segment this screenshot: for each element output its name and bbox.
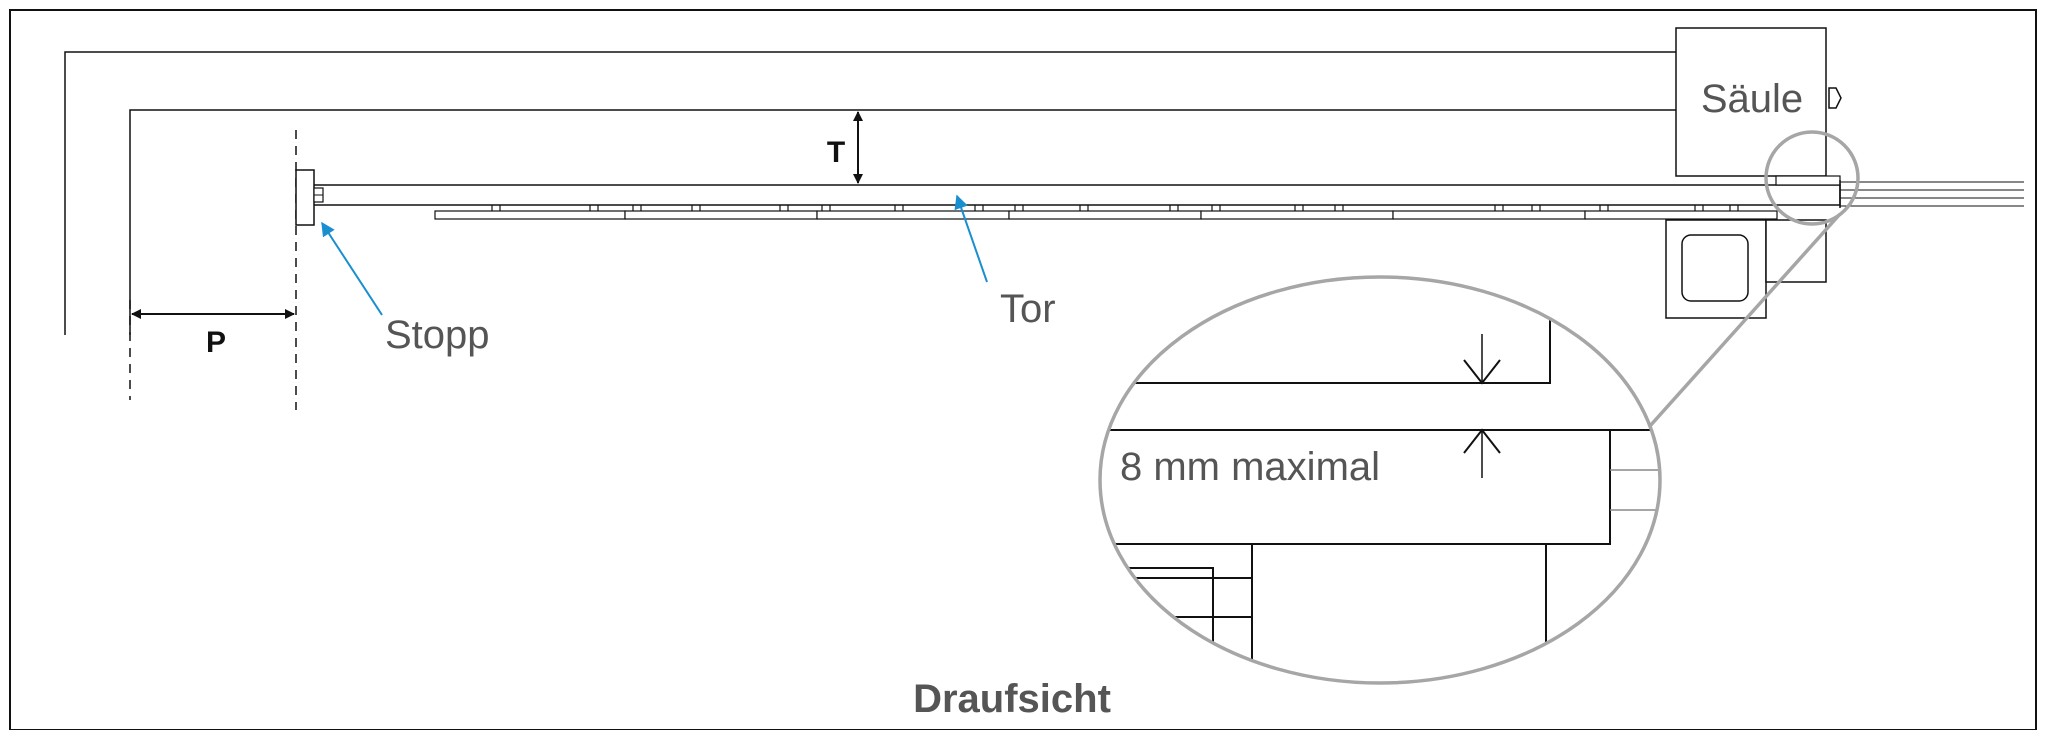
motor-inner <box>1681 234 1749 302</box>
ground-rails <box>1840 181 2024 207</box>
gate-leaf <box>311 184 1841 206</box>
gate-end-cap <box>1775 175 1841 186</box>
gear-rack <box>434 210 1778 220</box>
gate-label: Tor <box>1000 287 1056 331</box>
stop-block <box>295 169 315 226</box>
wall-outer-line <box>64 51 1676 335</box>
view-caption: Draufsicht <box>913 677 1111 721</box>
column-label: Säule <box>1701 77 1803 121</box>
dimension-p-label: P <box>206 326 226 359</box>
stop-label: Stopp <box>385 313 490 357</box>
max-gap-label: 8 mm maximal <box>1120 445 1380 489</box>
column-hinge-icon <box>1828 87 1842 109</box>
dimension-t-label: T <box>827 136 845 169</box>
stop-pointer-arrow <box>321 221 383 316</box>
rack-mounting-clips <box>491 205 1739 211</box>
detail-zoom-ellipse <box>1098 275 1662 685</box>
wall-inner-line <box>129 109 1676 335</box>
gate-pointer-arrow <box>954 194 988 283</box>
detail-zoom-content <box>1100 300 1660 683</box>
column-box <box>1675 27 1827 177</box>
detail-marker-circle <box>1764 130 1860 226</box>
detail-leader-line <box>1648 212 1842 428</box>
outer-frame <box>9 9 2037 730</box>
motor-bracket <box>1765 219 1827 283</box>
